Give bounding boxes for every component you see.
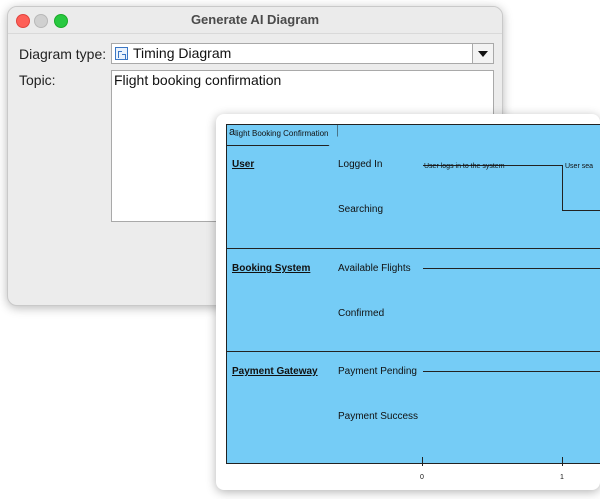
timing-diagram-icon — [115, 47, 128, 60]
frame-title-first-letter: a — [229, 126, 236, 138]
frame-title: alight Booking Confirmation — [226, 124, 338, 146]
timing-diagram-frame: alight Booking Confirmation User Logged … — [226, 124, 600, 464]
state-line — [423, 268, 600, 269]
chevron-down-icon[interactable] — [472, 44, 493, 63]
message-label: User logs in to the system — [424, 163, 505, 170]
lifeline-booking-system: Booking System — [232, 263, 311, 274]
state-transition — [562, 165, 563, 211]
lane-divider — [227, 463, 600, 464]
minimize-window-button[interactable] — [34, 14, 48, 28]
state-label: Payment Success — [338, 411, 419, 422]
state-line — [423, 371, 600, 372]
state-label: Searching — [338, 204, 384, 215]
frame-title-rest: light Booking Confirmation — [235, 129, 329, 138]
state-line — [423, 165, 563, 166]
diagram-type-label: Diagram type: — [19, 46, 107, 62]
lifeline-payment-gateway: Payment Gateway — [232, 366, 318, 377]
message-label: User sea — [565, 163, 594, 170]
state-line — [562, 210, 600, 211]
diagram-preview: alight Booking Confirmation User Logged … — [216, 114, 600, 490]
lane-divider — [227, 351, 600, 352]
diagram-type-value: Timing Diagram — [133, 45, 232, 61]
state-label: Available Flights — [338, 263, 411, 274]
maximize-window-button[interactable] — [54, 14, 68, 28]
time-axis-tick — [422, 457, 423, 466]
topic-label: Topic: — [19, 72, 56, 88]
state-label: Logged In — [338, 159, 383, 170]
window-title: Generate AI Diagram — [190, 12, 320, 27]
state-label: Confirmed — [338, 308, 385, 319]
lifeline-user: User — [232, 159, 255, 170]
time-axis-label: 0 — [420, 474, 424, 481]
diagram-type-select[interactable]: Timing Diagram — [111, 43, 494, 64]
time-axis-label: 1 — [560, 474, 564, 481]
time-axis-tick — [562, 457, 563, 466]
lane-divider — [227, 248, 600, 249]
state-label: Payment Pending — [338, 366, 417, 377]
title-bar: Generate AI Diagram — [8, 7, 502, 34]
close-window-button[interactable] — [16, 14, 30, 28]
